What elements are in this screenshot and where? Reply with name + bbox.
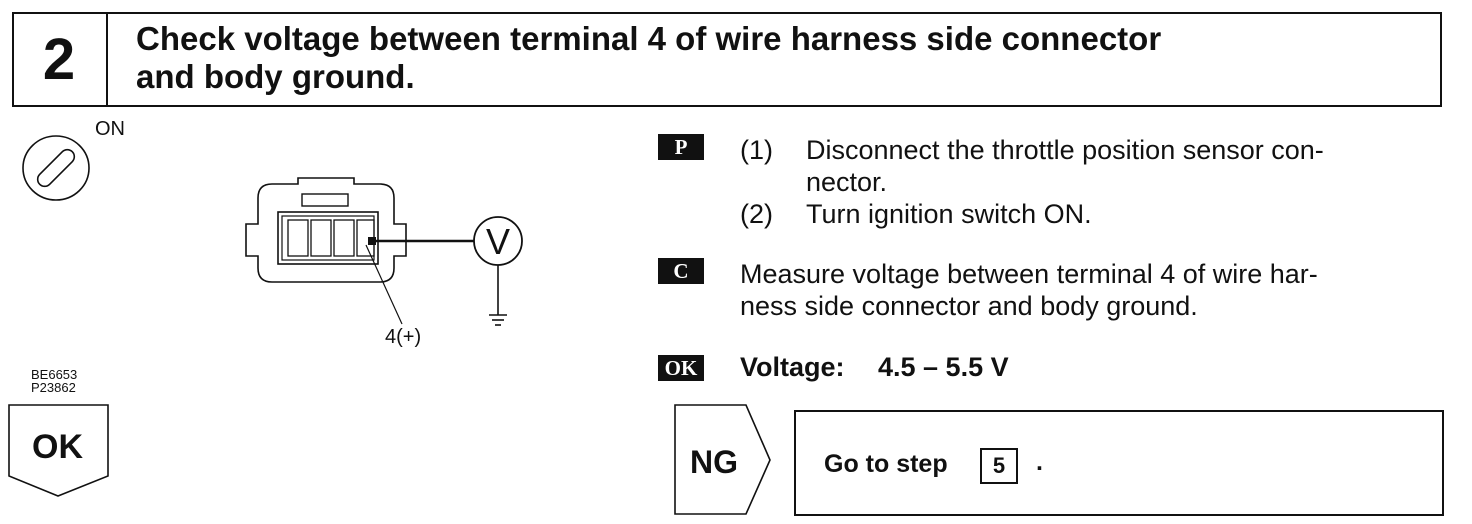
step-num: (2): [740, 199, 773, 229]
procedure-step: (2) Turn ignition switch ON.: [740, 198, 1440, 230]
ignition-switch-icon: [22, 135, 90, 201]
step-num: (1): [740, 135, 773, 165]
ng-result-tab: [674, 404, 771, 515]
procedure-step: (1) Disconnect the throttle position sen…: [740, 134, 1440, 198]
step-title: Check voltage between terminal 4 of wire…: [136, 20, 1416, 96]
ok-result-label: OK: [32, 428, 83, 466]
terminal-4-label: 4(+): [385, 326, 422, 348]
connector-inner-frame: [277, 211, 379, 265]
step-text: Turn ignition switch ON.: [806, 199, 1092, 229]
figure-codes: BE6653 P23862: [31, 368, 77, 394]
step-header: [12, 12, 1442, 107]
ng-action-box: [794, 410, 1444, 516]
terminal-3: [333, 219, 355, 257]
ok-result-tab: [8, 404, 109, 497]
voltmeter-symbol: V: [486, 221, 510, 262]
terminal-leader: [365, 244, 403, 325]
figure-code: BE6653: [31, 367, 78, 382]
terminal-1: [287, 219, 309, 257]
connector-diagram: V: [245, 177, 523, 326]
check-text: Measure voltage between terminal 4 of wi…: [740, 259, 1318, 321]
step-text: Disconnect the throttle position sensor …: [806, 135, 1324, 197]
ok-badge: OK: [658, 355, 704, 381]
ng-action-text: Go to step: [824, 450, 948, 478]
spec-label: Voltage:: [740, 352, 845, 382]
spec-value: 4.5 – 5.5 V: [878, 352, 1009, 382]
step-title-line-1: Check voltage between terminal 4 of wire…: [136, 20, 1162, 57]
check-badge: C: [658, 258, 704, 284]
step-reference: 5: [980, 448, 1018, 484]
connector-latch: [301, 193, 349, 207]
ng-action-period: .: [1036, 448, 1043, 476]
connector-housing: [245, 177, 407, 283]
probe-point: [368, 237, 376, 245]
ng-result-label: NG: [690, 444, 738, 480]
figure-code: P23862: [31, 380, 76, 395]
step-title-line-2: and body ground.: [136, 58, 415, 95]
ignition-on-label: ON: [95, 118, 125, 140]
terminal-2: [310, 219, 332, 257]
procedure-badge: P: [658, 134, 704, 160]
step-number: 2: [12, 12, 108, 107]
procedure-steps: (1) Disconnect the throttle position sen…: [740, 134, 1440, 230]
